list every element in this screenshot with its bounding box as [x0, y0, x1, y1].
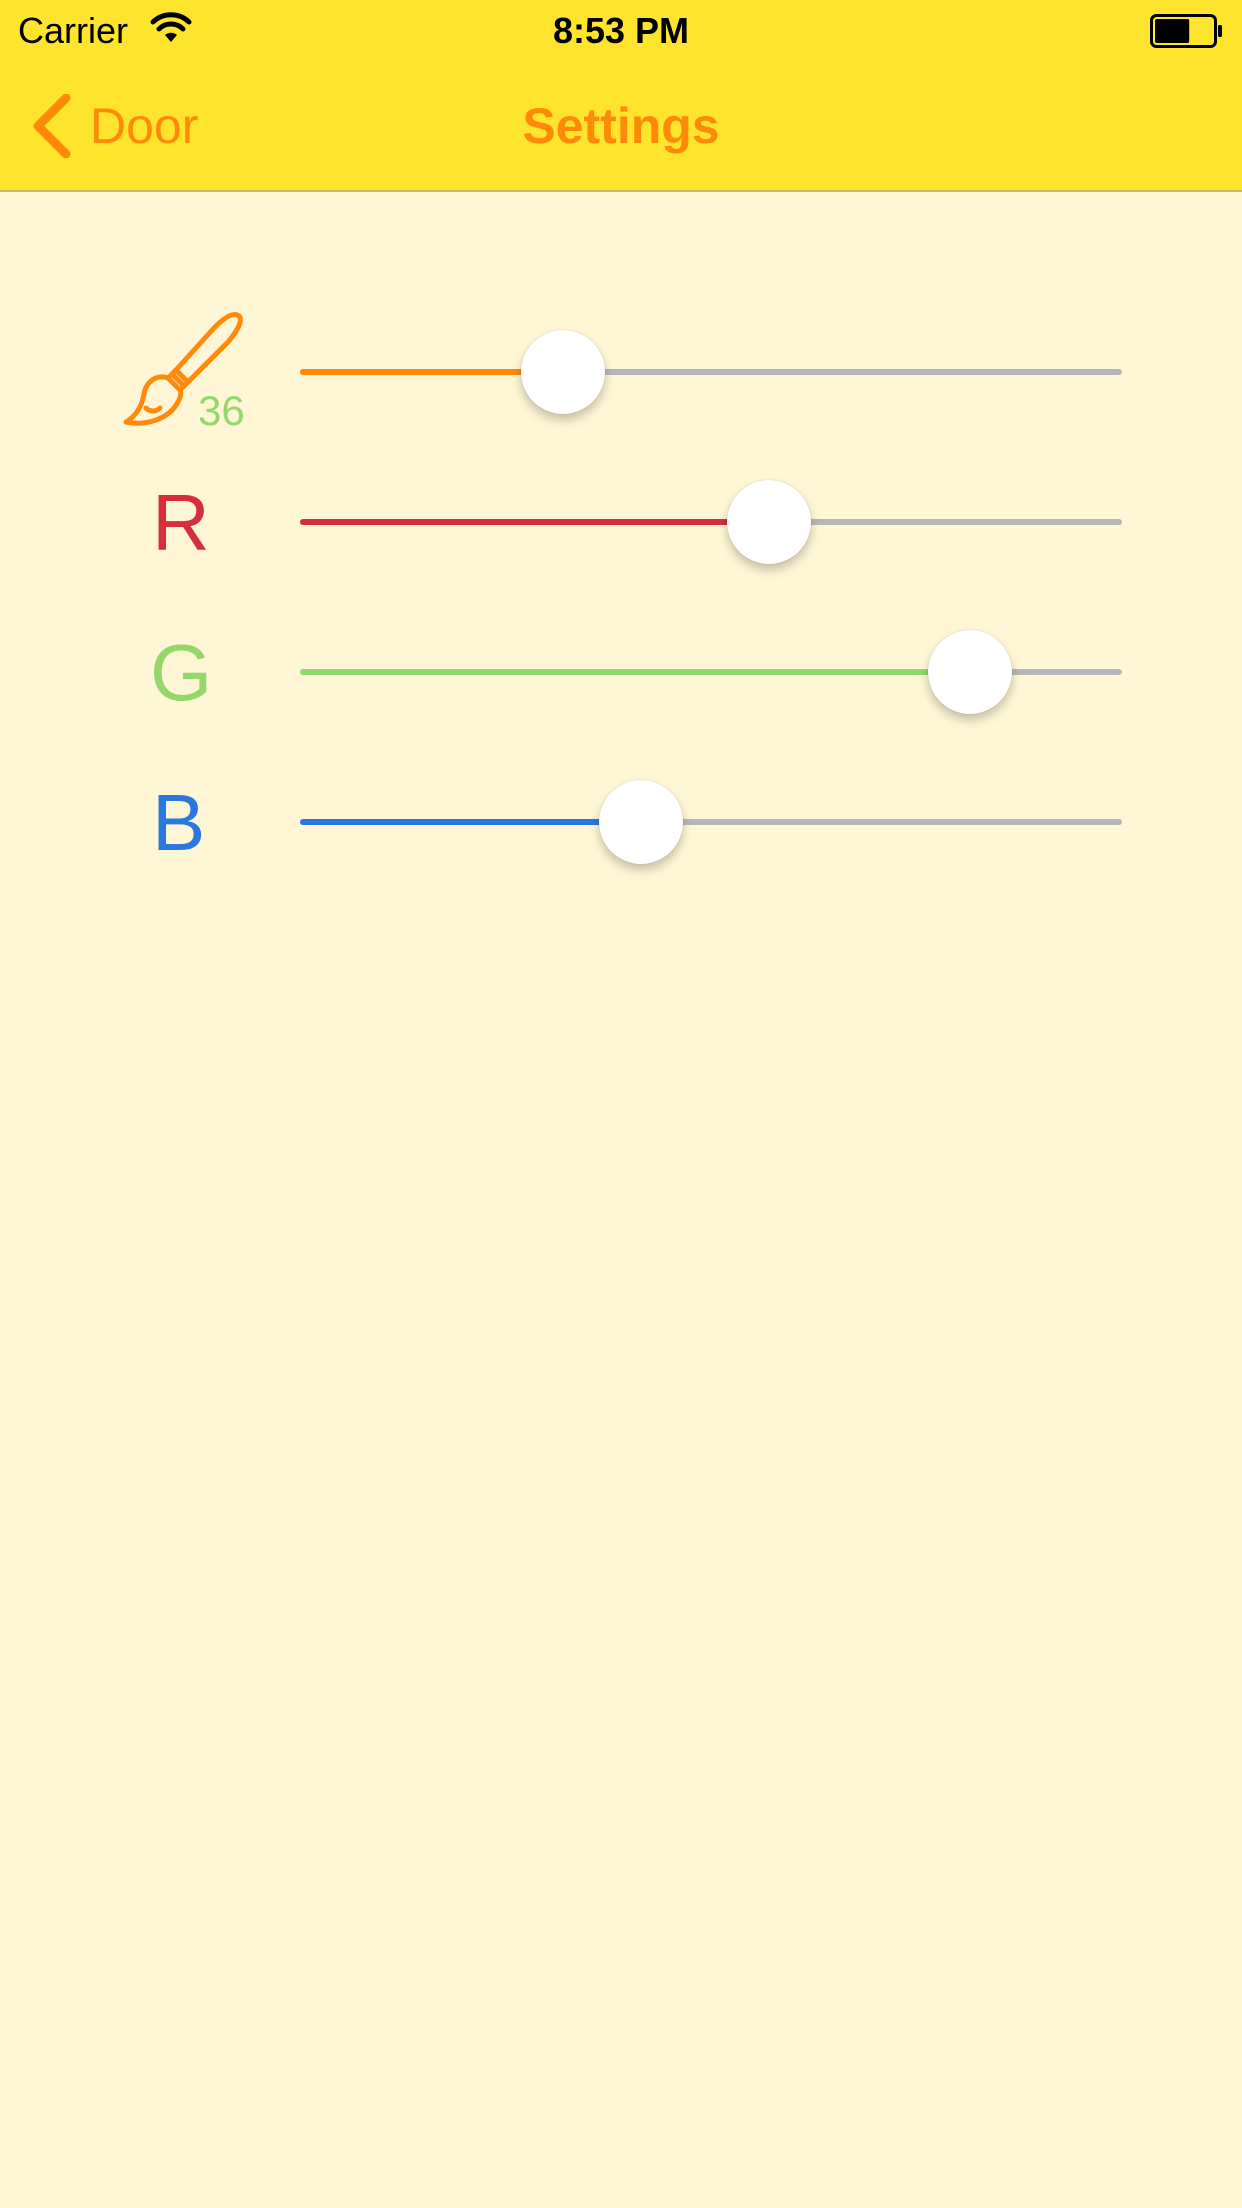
slider-thumb[interactable] [927, 630, 1012, 714]
clock: 8:53 PM [552, 10, 690, 51]
red-row: R [0, 458, 1242, 588]
carrier-label: Carrier [18, 10, 129, 51]
page-title: Settings [522, 98, 720, 154]
back-button[interactable]: Door [30, 90, 198, 162]
green-row: G [0, 608, 1242, 738]
wifi-icon [150, 12, 192, 42]
slider-fill [300, 519, 769, 525]
blue-label: B [152, 778, 206, 867]
slider-track [300, 819, 1122, 825]
brush-size-row: 36 [0, 308, 1242, 438]
blue-slider[interactable] [300, 758, 1122, 888]
green-label: G [150, 628, 213, 717]
chevron-left-icon [33, 94, 71, 158]
red-label: R [152, 478, 210, 567]
red-slider[interactable] [300, 458, 1122, 588]
slider-track [300, 369, 1122, 375]
slider-fill [300, 819, 642, 825]
slider-thumb[interactable] [726, 480, 811, 564]
slider-thumb[interactable] [599, 780, 684, 864]
slider-thumb[interactable] [521, 330, 606, 414]
battery-icon [1150, 14, 1222, 48]
navigation-bar: Carrier 8:53 PM Door Settings [0, 0, 1242, 192]
brush-size-value: 36 [198, 387, 245, 434]
paintbrush-icon [123, 312, 243, 426]
slider-fill [300, 669, 970, 675]
slider-fill [300, 369, 564, 375]
brush-indicator: 36 [118, 308, 268, 438]
blue-row: B [0, 758, 1242, 888]
back-button-label: Door [90, 98, 199, 154]
brush-size-slider[interactable] [300, 308, 1122, 438]
green-slider[interactable] [300, 608, 1122, 738]
